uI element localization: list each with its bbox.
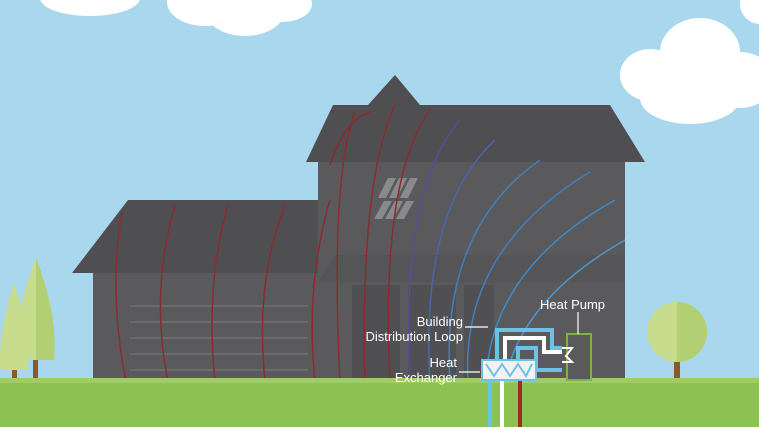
garage-roof (72, 200, 340, 273)
cloud-right (620, 18, 759, 124)
heat-contours-warm (115, 104, 431, 383)
building-distribution-loop-label: Building Distribution Loop (330, 314, 463, 344)
grass-ground (0, 378, 759, 427)
heat-exchanger-label: Heat Exchanger (360, 355, 457, 385)
heat-pump (562, 333, 592, 381)
tree-right (647, 302, 707, 384)
cloud-top-center (167, 0, 312, 36)
cloud-top-left (40, 0, 140, 16)
tree-left-tall (17, 258, 55, 385)
garage-wall (93, 272, 328, 382)
main-roof (306, 75, 645, 162)
tree-left-small (0, 282, 29, 385)
heat-exchanger-label-line2: Exchanger (394, 370, 457, 385)
heat-exchanger (481, 359, 537, 381)
cloud-top-right (740, 0, 759, 24)
garage-door (130, 305, 308, 371)
heat-contours-cool (407, 119, 626, 383)
distribution-loop (495, 328, 562, 372)
attic-window (374, 178, 418, 219)
porch-openings (352, 285, 494, 382)
distribution-label-line2: Distribution Loop (365, 329, 463, 344)
house (72, 75, 645, 382)
distribution-label-line1: Building (416, 314, 463, 329)
leader-lines (459, 312, 579, 373)
heat-pump-label: Heat Pump (540, 297, 606, 312)
grass-edge (0, 378, 759, 383)
heat-exchanger-label-line1: Heat (429, 355, 457, 370)
ground-loop-pipes (488, 378, 522, 427)
porch-roof (318, 255, 625, 282)
